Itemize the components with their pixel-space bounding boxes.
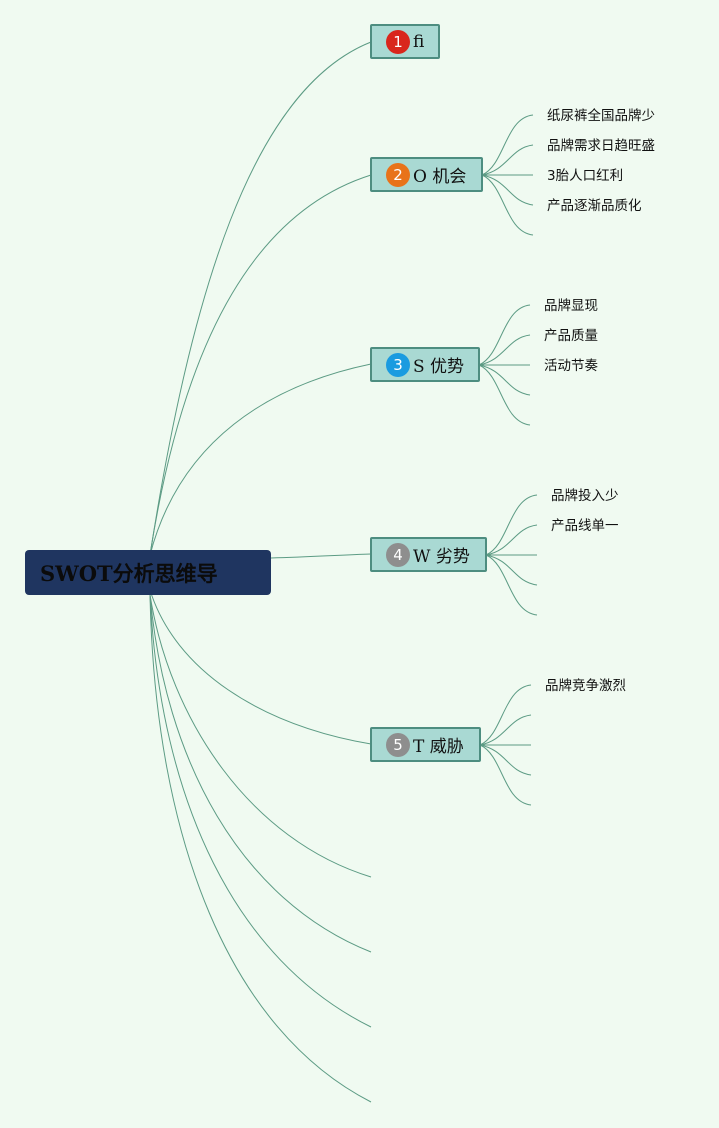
- subtopic-s-3[interactable]: 活动节奏: [544, 358, 598, 374]
- topic-node-1[interactable]: 1 fi: [370, 24, 440, 59]
- connector-root-topic-1: [149, 41, 372, 556]
- topic-label-2: O 机会: [413, 167, 467, 187]
- connector-topic-3-child-1: [478, 304, 531, 366]
- connector-topic-3-child-2: [478, 334, 531, 366]
- connector-topic-5-child-5: [479, 744, 532, 806]
- topic-node-5[interactable]: 5 T 威胁: [370, 727, 481, 762]
- connector-topic-4-child-4: [485, 554, 538, 586]
- root-label: SWOT分析思维导: [40, 560, 218, 586]
- connector-topic-3-child-4: [478, 364, 531, 396]
- subtopic-o-4[interactable]: 产品逐渐品质化: [547, 198, 642, 214]
- topic-label-1: fi: [413, 31, 425, 52]
- connector-topic-5-child-4: [479, 744, 532, 776]
- number-badge-2-icon: 2: [386, 162, 410, 187]
- subtopic-s-1[interactable]: 品牌显现: [544, 298, 598, 314]
- connector-root-topic-4: [270, 553, 372, 559]
- connector-topic-5-child-2: [479, 714, 532, 746]
- number-badge-3-icon: 3: [386, 352, 410, 377]
- subtopic-o-3[interactable]: 3胎人口红利: [547, 168, 624, 184]
- connector-root-topic-3: [149, 363, 372, 556]
- connector-topic-2-child-5: [481, 174, 534, 236]
- topic-node-3[interactable]: 3 S 优势: [370, 347, 480, 382]
- connector-root-empty-2: [149, 594, 372, 953]
- connector-root-empty-3: [149, 594, 372, 1028]
- subtopic-t-1[interactable]: 品牌竞争激烈: [545, 678, 626, 694]
- number-badge-4-icon: 4: [386, 542, 410, 567]
- connector-root-empty-4: [149, 594, 372, 1103]
- connector-topic-5-child-1: [479, 684, 532, 746]
- connector-topic-4-child-5: [485, 554, 538, 616]
- connector-root-topic-2: [149, 174, 372, 556]
- root-node[interactable]: SWOT分析思维导: [25, 550, 271, 595]
- subtopic-w-1[interactable]: 品牌投入少: [551, 488, 619, 504]
- topic-label-3: S 优势: [413, 357, 465, 377]
- connector-root-empty-1: [149, 594, 372, 878]
- subtopic-w-2[interactable]: 产品线单一: [551, 518, 619, 534]
- subtopic-s-2[interactable]: 产品质量: [544, 328, 598, 344]
- connector-topic-4-child-2: [485, 524, 538, 556]
- number-badge-5-icon: 5: [386, 732, 410, 757]
- number-badge-1-icon: 1: [386, 29, 410, 54]
- topic-node-4[interactable]: 4 W 劣势: [370, 537, 487, 572]
- topic-label-4: W 劣势: [413, 547, 470, 567]
- connector-topic-3-child-5: [478, 364, 531, 426]
- connector-topic-2-child-1: [481, 114, 534, 176]
- connector-topic-4-child-1: [485, 494, 538, 556]
- topic-node-2[interactable]: 2 O 机会: [370, 157, 483, 192]
- connector-topic-2-child-2: [481, 144, 534, 176]
- subtopic-o-2[interactable]: 品牌需求日趋旺盛: [547, 138, 655, 154]
- subtopic-o-1[interactable]: 纸尿裤全国品牌少: [547, 108, 655, 124]
- topic-label-5: T 威胁: [413, 737, 464, 757]
- connector-topic-2-child-4: [481, 174, 534, 206]
- connector-root-topic-5: [149, 589, 372, 745]
